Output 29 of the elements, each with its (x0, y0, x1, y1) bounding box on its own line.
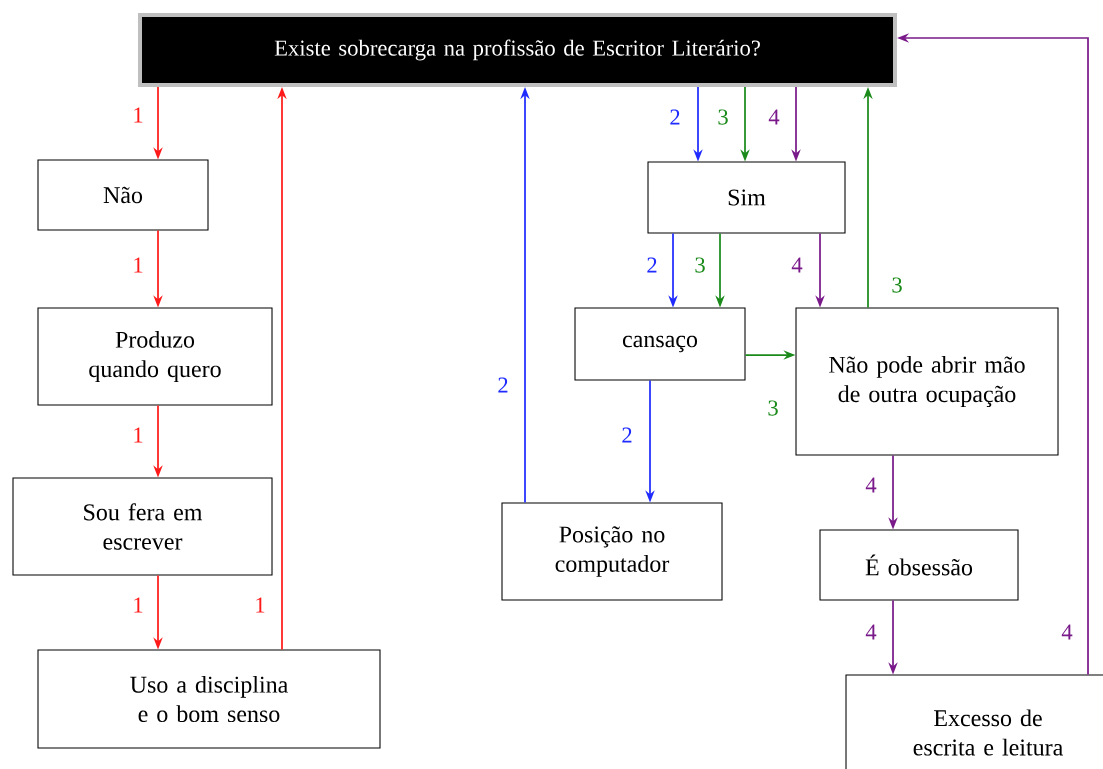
edge-label: 1 (131, 256, 145, 274)
process-box: Sim (647, 161, 846, 234)
edge-label: 2 (620, 426, 634, 444)
process-box: Posição no computador (501, 502, 723, 601)
edge-label: 1 (253, 596, 267, 614)
edge-label: 1 (131, 596, 145, 614)
process-box: Excesso de escrita e leitura (845, 674, 1103, 769)
edge-label: 3 (693, 256, 707, 274)
edge-label: 2 (496, 376, 510, 394)
process-box: Produzo quando quero (37, 307, 273, 406)
edge-label: 3 (716, 108, 730, 126)
edge-label: 2 (645, 256, 659, 274)
process-box: Não pode abrir mão de outra ocupação (795, 307, 1059, 456)
edge-label: 4 (1060, 623, 1074, 641)
edge-label: 4 (864, 476, 878, 494)
question-box: Existe sobrecarga na profissão de Escritor Literário? (138, 13, 897, 87)
edge-label: 1 (131, 106, 145, 124)
edge-label: 3 (890, 276, 904, 294)
process-box: Sou fera em escrever (12, 477, 273, 576)
edge-label: 3 (766, 399, 780, 417)
edge-label: 1 (131, 426, 145, 444)
process-box: Uso a disciplina e o bom senso (37, 649, 381, 749)
edge-label: 4 (864, 623, 878, 641)
edge-label: 2 (668, 108, 682, 126)
process-box: É obsessão (819, 529, 1019, 601)
process-box: Não (37, 159, 209, 231)
process-box: cansaço (574, 307, 746, 381)
edge-label: 4 (767, 108, 781, 126)
edge-label: 4 (790, 256, 804, 274)
